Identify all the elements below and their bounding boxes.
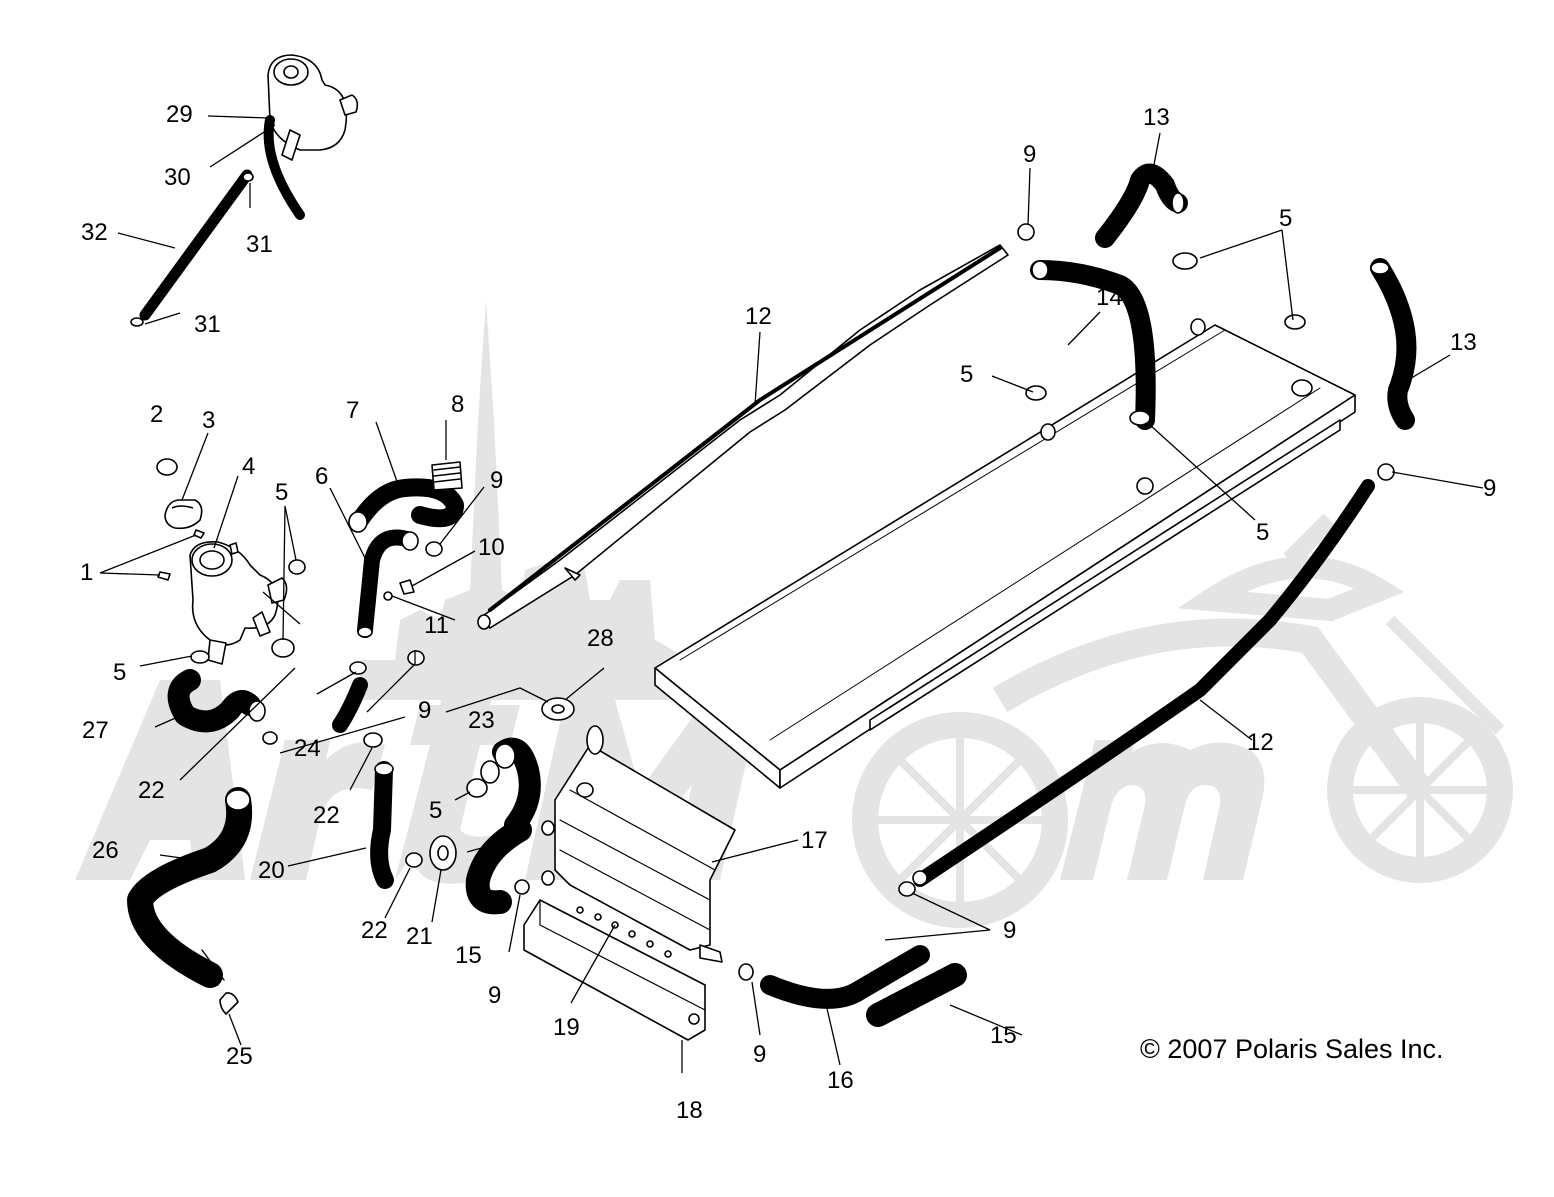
- small-clamp-31a: [242, 172, 254, 182]
- rail-12-right: [912, 479, 1375, 887]
- callout-26: 26: [92, 837, 119, 864]
- callout-20: 20: [258, 857, 285, 884]
- hose-7: [348, 478, 464, 533]
- upper-reservoir-bottle: [263, 54, 359, 220]
- callout-21: 21: [406, 923, 433, 950]
- callout-31: 31: [246, 231, 273, 258]
- clamp-22-low: [405, 852, 423, 868]
- copyright-notice: © 2007 Polaris Sales Inc.: [1140, 1034, 1444, 1064]
- hose-26: [127, 787, 253, 988]
- clamp-9-rightlow: [898, 881, 916, 897]
- callout-labels: 29 30 32 31 31 2 3 4 5 1 5 27 22 26 25 6…: [80, 101, 1496, 1124]
- coolant-reservoir: [189, 540, 288, 665]
- watermark-skyline: [360, 300, 690, 700]
- callout-16: 16: [827, 1067, 854, 1094]
- callout-15: 15: [990, 1022, 1017, 1049]
- clamp-9-low: [514, 879, 530, 895]
- callout-28: 28: [587, 625, 614, 652]
- callout-5: 5: [275, 479, 288, 506]
- callout-1: 1: [80, 559, 93, 586]
- clamp-25: [219, 992, 239, 1015]
- callout-9: 9: [1483, 475, 1496, 502]
- callout-18: 18: [676, 1097, 703, 1124]
- callout-9: 9: [488, 982, 501, 1009]
- ribbed-hose-15-right: [866, 963, 967, 1027]
- grommet-28: [541, 697, 575, 721]
- callout-15: 15: [455, 942, 482, 969]
- callout-5: 5: [113, 659, 126, 686]
- callout-9: 9: [1023, 141, 1036, 168]
- callout-5: 5: [1256, 519, 1269, 546]
- callout-24: 24: [294, 735, 321, 762]
- hose-20: [370, 761, 394, 889]
- clamp-9-topleft: [1017, 223, 1035, 241]
- hose-14: [1030, 260, 1156, 430]
- clamp-9-mid: [407, 650, 425, 666]
- clamp-5-topright: [1172, 252, 1198, 270]
- clamp-9-right: [1377, 463, 1395, 481]
- hose-23: [480, 737, 541, 836]
- callout-9: 9: [1003, 917, 1016, 944]
- rail-12-left: [477, 244, 1009, 630]
- parts: [127, 54, 1417, 1041]
- cap-seal: [156, 458, 178, 476]
- hose-13-right: [1370, 258, 1417, 430]
- callout-6: 6: [315, 463, 328, 490]
- callout-13: 13: [1450, 329, 1477, 356]
- callout-11: 11: [424, 612, 449, 639]
- callout-9: 9: [418, 697, 431, 724]
- clamp-22-left: [262, 731, 278, 745]
- callout-12: 12: [745, 303, 772, 330]
- callout-5: 5: [960, 361, 973, 388]
- callout-10: 10: [478, 534, 505, 561]
- callout-30: 30: [164, 164, 191, 191]
- callout-4: 4: [242, 453, 255, 480]
- callout-22: 22: [361, 917, 388, 944]
- filler-spring: [431, 461, 463, 491]
- hose-13-top: [1095, 163, 1188, 248]
- callout-9: 9: [753, 1041, 766, 1068]
- callout-9: 9: [490, 467, 503, 494]
- fitting-10: [399, 579, 415, 595]
- callout-14: 14: [1096, 284, 1123, 311]
- fitting-11: [383, 591, 393, 601]
- callout-22: 22: [313, 802, 340, 829]
- callout-23: 23: [468, 707, 495, 734]
- callout-25: 25: [226, 1043, 253, 1070]
- tunnel-fittings: [1025, 314, 1313, 495]
- callout-29: 29: [166, 101, 193, 128]
- hose-27: [167, 669, 266, 733]
- heat-exchanger-17: [541, 725, 736, 963]
- tunnel-plate: [654, 324, 1356, 789]
- small-clamp-31b: [130, 317, 144, 327]
- elbow-24: [332, 661, 368, 733]
- callout-32: 32: [81, 219, 108, 246]
- callout-3: 3: [202, 407, 215, 434]
- callout-5: 5: [1279, 205, 1292, 232]
- foam-strip-18: [523, 899, 706, 1041]
- clamp-5-reservoir: [190, 559, 306, 664]
- callout-8: 8: [451, 391, 464, 418]
- callout-17: 17: [801, 827, 828, 854]
- callout-31: 31: [194, 311, 221, 338]
- callout-5: 5: [429, 797, 442, 824]
- callout-27: 27: [82, 717, 109, 744]
- clamp-9-upper: [425, 541, 443, 557]
- callout-19: 19: [553, 1014, 580, 1041]
- clamp-5-low: [466, 778, 488, 798]
- clamp-9-bottom: [738, 963, 754, 981]
- overflow-tube: [139, 169, 253, 321]
- pressure-cap: [164, 499, 203, 530]
- clamp-22-mid: [363, 732, 383, 748]
- callout-2: 2: [150, 401, 163, 428]
- callout-7: 7: [346, 397, 359, 424]
- callout-22: 22: [138, 777, 165, 804]
- callout-13: 13: [1143, 104, 1170, 131]
- leader-lines: [99, 115, 1484, 1073]
- hose-6: [357, 529, 419, 638]
- washer-21: [429, 835, 457, 871]
- callout-12: 12: [1247, 729, 1274, 756]
- hose-16: [760, 945, 930, 1009]
